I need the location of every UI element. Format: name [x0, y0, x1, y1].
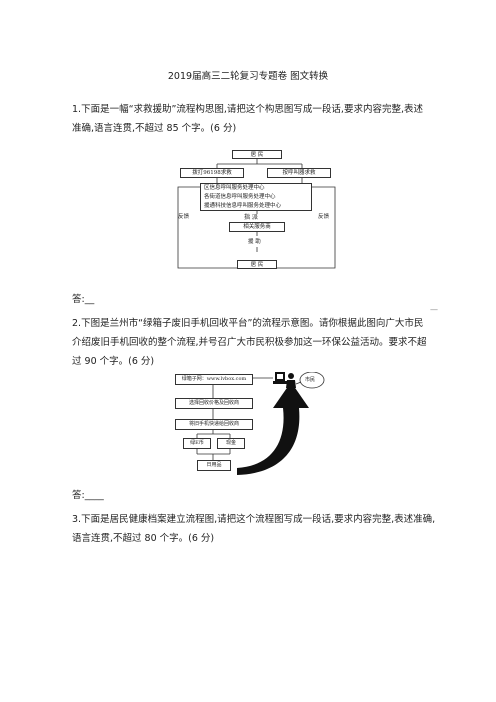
cash-box: 现金	[217, 438, 245, 449]
rescue-flowchart: 居 民 拨打96198求救 按呼叫器求救 区信息呼叫服务处理中心 各街道信息呼叫…	[172, 150, 342, 280]
daily-goods-box: 日用品	[197, 460, 231, 471]
question-2-line-2: 介绍废旧手机回收的整个流程,并号召广大市民积极参加这一环保公益活动。要求不超	[72, 337, 427, 348]
citizen-bubble	[299, 372, 325, 389]
street-center: 各街道信息呼叫服务处理中心	[204, 194, 276, 200]
service-centers-box: 区信息呼叫服务处理中心 各街道信息呼叫服务处理中心 援通科技信息呼叫服务处理中心	[200, 183, 312, 211]
question-3: 3.下面是居民健康档案建立流程图,请把这个流程图写成一段话,要求内容完整,表述准…	[72, 510, 437, 548]
feedback-left-label: 反馈	[178, 214, 190, 220]
question-2-line-3: 过 90 个字。(6 分)	[72, 356, 155, 367]
question-3-line-1: 3.下面是居民健康档案建立流程图,请把这个流程图写成一段话,要求内容完整,表述准…	[72, 514, 436, 525]
resident-top-box: 居 民	[232, 150, 282, 159]
phone-recycle-connectors	[196, 372, 325, 475]
answer-2: 答:____	[72, 490, 104, 501]
question-3-line-2: 语言连贯,不超过 80 个字。(6 分)	[72, 533, 215, 544]
green-coin-box: 绿E币	[183, 438, 211, 449]
press-caller-box: 按呼叫器求救	[267, 168, 331, 178]
return-arrow-icon	[237, 382, 309, 475]
document-title: 2019届高三二轮复习专题卷 图文转换	[167, 71, 329, 82]
yuantong-center: 援通科技信息呼叫服务处理中心	[204, 203, 282, 209]
question-2-line-1: 2.下图是兰州市“绿箱子废旧手机回收平台”的流程示意图。请你根据此图向广大市民	[72, 318, 424, 329]
computer-user-icon	[273, 372, 296, 388]
dispatch-label: 指 派	[244, 214, 258, 221]
assist-label: 援 助	[248, 239, 261, 245]
service-provider-box: 相关服务商	[229, 222, 285, 232]
phone-recycle-flowchart: 绿箱子网：www.lvbox.com 选择回收价格及回收商 将旧手机快递给回收商…	[175, 372, 340, 482]
dash-mark: —	[430, 305, 438, 314]
question-1-line-2: 准确,语言连贯,不超过 85 个字。(6 分)	[72, 123, 237, 134]
rescue-flowchart-connectors	[177, 159, 336, 269]
question-2: 2.下图是兰州市“绿箱子废旧手机回收平台”的流程示意图。请你根据此图向广大市民 …	[72, 314, 437, 371]
citizen-label: 市民	[305, 377, 316, 383]
select-price-box: 选择回收价格及回收商	[175, 398, 253, 409]
district-center: 区信息呼叫服务处理中心	[204, 185, 265, 191]
send-phone-box: 将旧手机快递给回收商	[175, 419, 253, 430]
question-1-line-1: 1.下面是一幅“求救援助”流程构思图,请把这个构思图写成一段话,要求内容完整,表…	[72, 104, 423, 115]
lvbox-site-box: 绿箱子网：www.lvbox.com	[175, 374, 253, 385]
answer-1: 答:__	[72, 294, 95, 305]
question-1: 1.下面是一幅“求救援助”流程构思图,请把这个构思图写成一段话,要求内容完整,表…	[72, 100, 437, 138]
dial-96198-box: 拨打96198求救	[180, 168, 244, 178]
feedback-right-label: 反馈	[318, 214, 330, 220]
resident-bottom-box: 居 民	[237, 260, 277, 269]
